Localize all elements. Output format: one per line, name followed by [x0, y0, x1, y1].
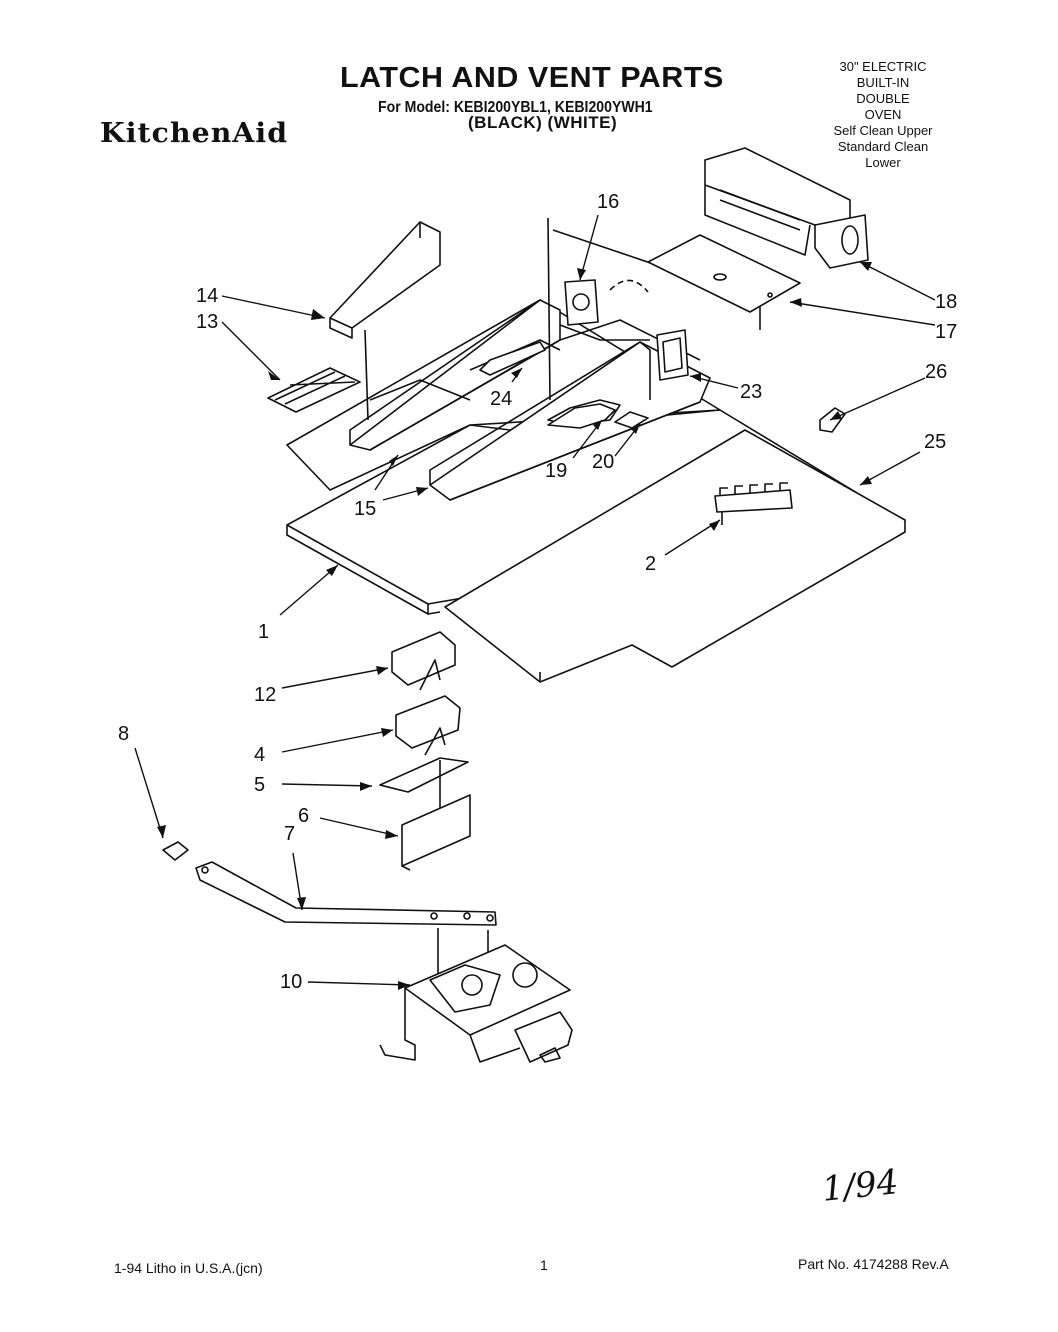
part-18-blower	[704, 147, 869, 269]
callout-4: 4	[254, 744, 265, 766]
callout-7: 7	[284, 823, 295, 845]
callout-19: 19	[545, 460, 567, 482]
product-desc-line: Lower	[865, 155, 901, 170]
callout-6: 6	[298, 805, 309, 827]
model-line: For Model: KEBI200YBL1, KEBI200YWH1	[378, 99, 653, 116]
callout-8: 8	[118, 723, 129, 745]
brand-logo: KitchenAid	[100, 118, 289, 149]
callout-13: 13	[196, 311, 218, 333]
callout-17: 17	[935, 321, 957, 343]
callout-23: 23	[740, 381, 762, 403]
callout-18: 18	[935, 291, 957, 313]
part-19-thermostat	[547, 403, 616, 429]
callout-26: 26	[925, 361, 947, 383]
part-14-vent-duct	[329, 221, 441, 421]
part-2-terminal-block	[714, 482, 793, 525]
part-12-switch	[391, 631, 456, 691]
part-23-bracket	[656, 329, 689, 381]
callout-16: 16	[597, 191, 619, 213]
leader-arrowheads	[157, 262, 872, 990]
part-13-grille	[267, 367, 361, 413]
product-description: 30" ELECTRIC BUILT-IN DOUBLE OVEN Self C…	[815, 59, 951, 171]
product-desc-line: OVEN	[864, 107, 902, 122]
callout-10: 10	[280, 971, 302, 993]
part-26-clamp	[819, 407, 846, 433]
part-20-switch	[614, 411, 649, 429]
callout-25: 25	[924, 431, 946, 453]
part-8-nut	[162, 841, 189, 861]
callout-20: 20	[592, 451, 614, 473]
product-desc-line: Self Clean Upper	[833, 123, 933, 138]
page-title: LATCH AND VENT PARTS	[340, 62, 724, 94]
product-desc-line: BUILT-IN	[856, 75, 910, 90]
part-4-switch	[395, 695, 461, 756]
part-16-bracket	[564, 279, 649, 326]
leader-lines	[134, 214, 936, 986]
part-10-latch	[379, 944, 573, 1063]
callout-14: 14	[196, 285, 218, 307]
product-desc-line: DOUBLE	[856, 91, 910, 106]
callout-1: 1	[258, 621, 269, 643]
handwritten-date: 1/94	[820, 1162, 901, 1210]
footer-litho: 1-94 Litho in U.S.A.(jcn)	[114, 1260, 263, 1276]
part-17-plate	[647, 234, 801, 313]
callout-12: 12	[254, 684, 276, 706]
callout-5: 5	[254, 774, 265, 796]
callout-24: 24	[490, 388, 512, 410]
callout-labels: 14 13 16 18 17 23 26 25 24 19 20 15 2 1 …	[118, 191, 957, 993]
footer-part-number: Part No. 4174288 Rev.A	[798, 1256, 949, 1272]
product-desc-line: Standard Clean	[837, 139, 929, 154]
footer-page-number: 1	[540, 1257, 548, 1273]
callout-2: 2	[645, 553, 656, 575]
callout-15: 15	[354, 498, 376, 520]
model-colors: (BLACK) (WHITE)	[468, 113, 618, 132]
part-6-shield	[401, 794, 471, 871]
product-desc-line: 30" ELECTRIC	[839, 59, 927, 74]
